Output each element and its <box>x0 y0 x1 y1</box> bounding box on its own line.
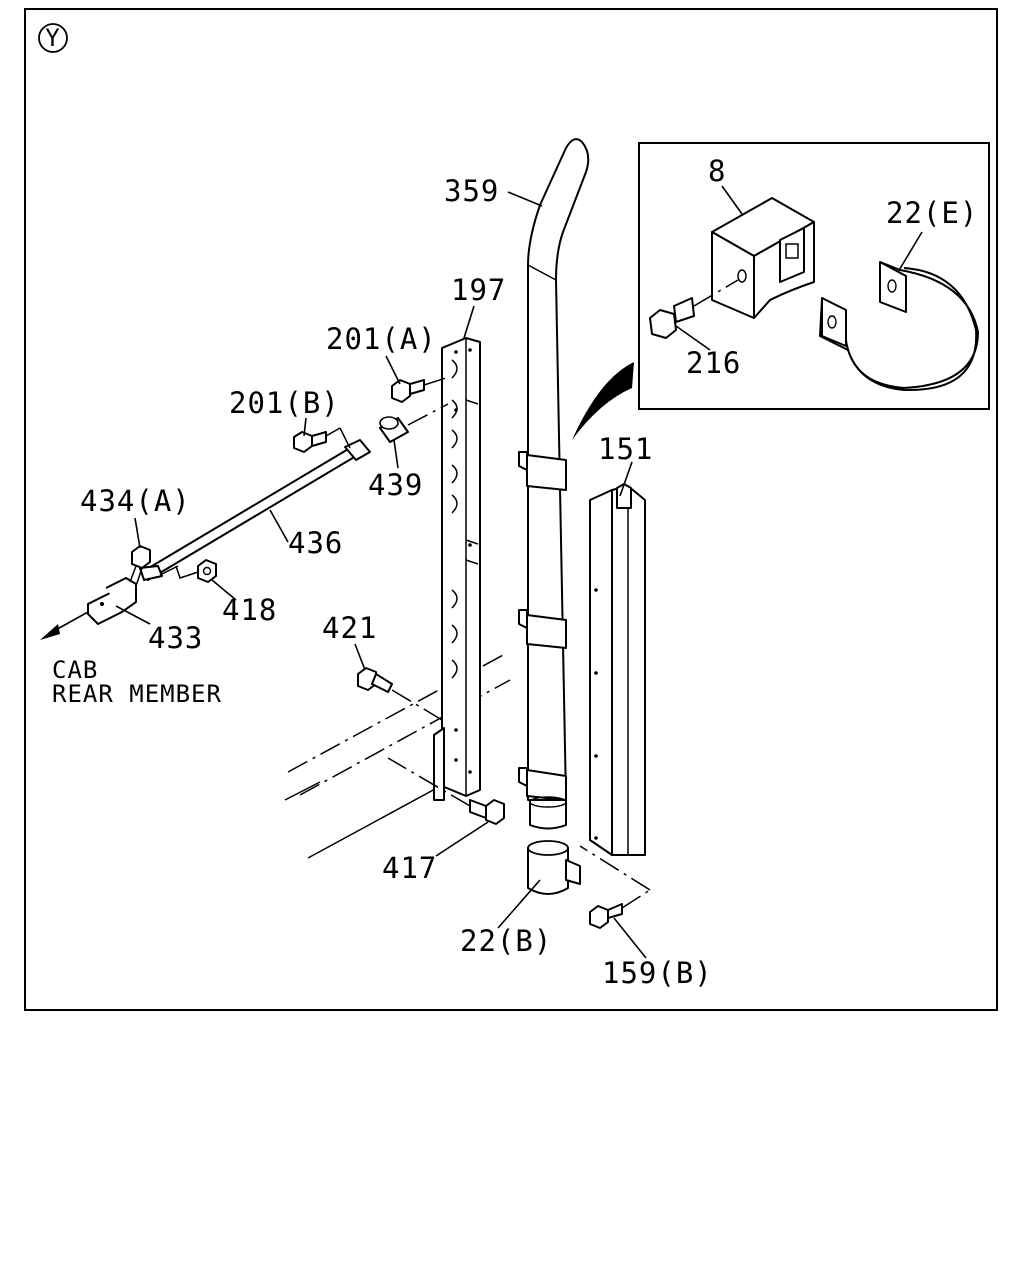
callout-197: 197 <box>451 273 506 307</box>
view-marker-label: Y <box>45 24 60 52</box>
callout-434a: 434(A) <box>80 484 191 518</box>
cab-rear-member-note: CAB REAR MEMBER <box>52 656 222 708</box>
note-line-1: CAB <box>52 656 98 684</box>
bolt-417 <box>387 757 505 825</box>
callout-labels: 359 197 201(A) 201(B) 439 434(A) 436 418… <box>80 154 978 990</box>
bolt-159b <box>579 845 651 929</box>
callout-439: 439 <box>368 468 423 502</box>
callout-22e: 22(E) <box>886 196 978 230</box>
stay-rod-436 <box>139 439 371 581</box>
callout-8: 8 <box>708 154 726 188</box>
detail-pointer <box>572 362 634 440</box>
spacer-439 <box>379 403 449 443</box>
nut-418 <box>175 559 217 583</box>
callout-418: 418 <box>222 593 277 627</box>
callout-417: 417 <box>382 851 437 885</box>
callout-421: 421 <box>322 611 377 645</box>
clamp-22e <box>819 261 979 392</box>
bracket-433 <box>87 577 137 625</box>
callout-201a: 201(A) <box>326 322 437 356</box>
bolt-421 <box>357 667 443 721</box>
bolt-201b <box>293 427 351 453</box>
callout-151: 151 <box>598 432 653 466</box>
callout-216: 216 <box>686 346 741 380</box>
callout-436: 436 <box>288 526 343 560</box>
bolt-201a <box>391 377 447 403</box>
tail-pipe-359 <box>518 138 590 830</box>
callout-359: 359 <box>444 174 499 208</box>
heat-cover-151 <box>589 483 646 856</box>
clamp-22b <box>527 840 581 895</box>
view-marker: Y <box>38 23 68 53</box>
leader-lines <box>115 185 923 959</box>
note-line-2: REAR MEMBER <box>52 680 222 708</box>
callout-22b: 22(B) <box>460 924 552 958</box>
callout-433: 433 <box>148 621 203 655</box>
bolt-216 <box>649 279 739 339</box>
callout-201b: 201(B) <box>229 386 340 420</box>
bracket-197 <box>433 337 481 801</box>
bracket-8 <box>711 197 815 319</box>
callout-159b: 159(B) <box>602 956 713 990</box>
cab-direction-arrow <box>40 611 89 640</box>
diagram-frame <box>24 8 998 1011</box>
